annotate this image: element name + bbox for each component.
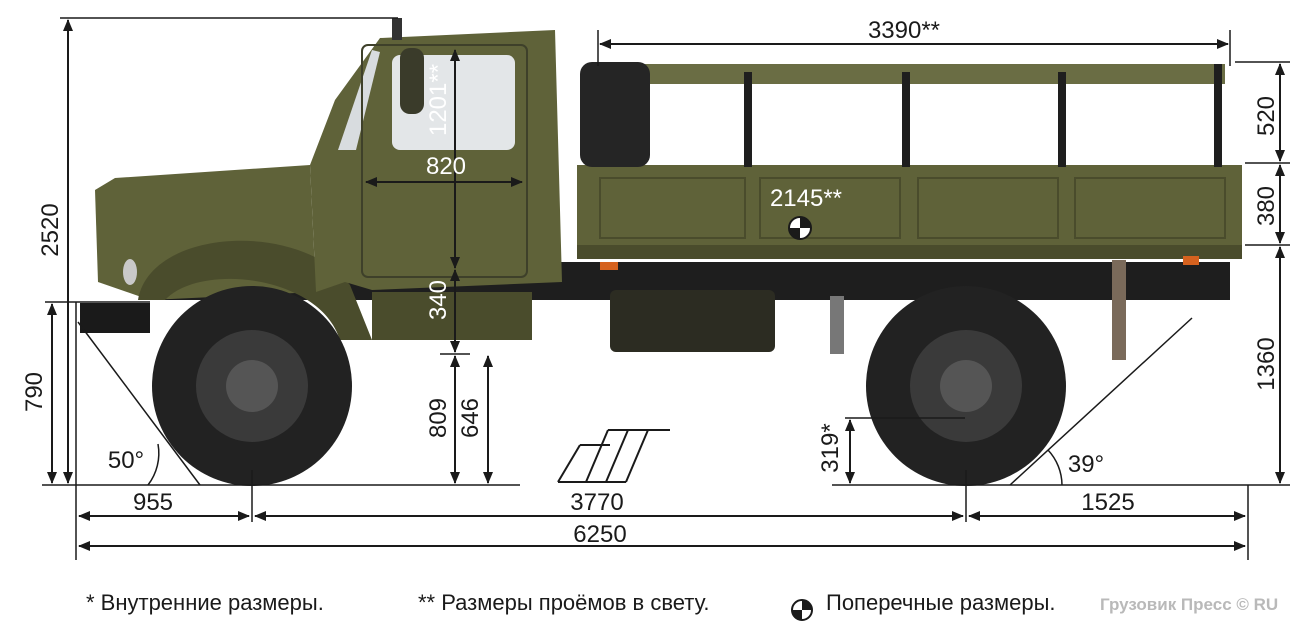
rear-mudflap bbox=[1112, 260, 1126, 360]
reference-lines bbox=[42, 17, 1290, 560]
angle-lines bbox=[77, 317, 1193, 486]
cargo-body-base bbox=[577, 245, 1242, 259]
label-step-ground-height: 646 bbox=[457, 398, 484, 438]
approach-angle-arc bbox=[147, 443, 160, 486]
cargo-body bbox=[577, 165, 1242, 255]
side-marker bbox=[600, 262, 618, 270]
spare-tire bbox=[580, 62, 650, 167]
label-front-overhang-height: 790 bbox=[21, 372, 48, 412]
headlight bbox=[123, 259, 137, 285]
label-side-board-height: 380 bbox=[1253, 186, 1280, 226]
label-body-inner-length: 3390** bbox=[868, 17, 940, 44]
label-step-height: 340 bbox=[425, 280, 452, 320]
rear-light bbox=[1183, 256, 1199, 265]
label-body-inner-width: 2145** bbox=[770, 185, 842, 212]
front-fender bbox=[138, 240, 372, 340]
label-ground-clearance: 319* bbox=[817, 423, 844, 472]
fuel-tank bbox=[610, 290, 775, 352]
label-rear-overhang: 1525 bbox=[1081, 489, 1134, 516]
cab-door bbox=[361, 44, 528, 278]
air-intake bbox=[392, 18, 402, 40]
side-mirror bbox=[400, 48, 424, 114]
dimension-arrows bbox=[47, 19, 1285, 551]
departure-angle-arc bbox=[1047, 449, 1063, 486]
label-overall-height: 2520 bbox=[37, 203, 64, 256]
legend-cross-section-icon bbox=[791, 599, 813, 621]
label-cab-inner-height: 1201** bbox=[425, 64, 452, 136]
approach-angle-line bbox=[77, 321, 201, 486]
cab-step bbox=[372, 292, 532, 340]
ground-hatch-symbol bbox=[557, 429, 670, 483]
legend-opening-dimensions: ** Размеры проёмов в свету. bbox=[418, 590, 710, 615]
label-door-width: 820 bbox=[426, 153, 466, 180]
legend-internal-dimensions: * Внутренние размеры. bbox=[86, 590, 324, 615]
label-door-sill-height: 809 bbox=[425, 398, 452, 438]
windshield bbox=[338, 50, 380, 150]
watermark: Грузовик Пресс © RU bbox=[1100, 595, 1279, 614]
side-rack-posts bbox=[744, 64, 1222, 167]
front-bumper bbox=[80, 303, 150, 333]
label-side-rack-height: 520 bbox=[1253, 96, 1280, 136]
label-front-overhang: 955 bbox=[133, 489, 173, 516]
label-departure-angle: 39° bbox=[1068, 451, 1104, 478]
label-overall-length: 6250 bbox=[573, 521, 626, 548]
rear-wheel bbox=[866, 286, 1066, 486]
truck-illustration bbox=[80, 18, 1242, 486]
side-rack-top-rail bbox=[600, 64, 1225, 84]
label-wheelbase: 3770 bbox=[570, 489, 623, 516]
label-platform-height: 1360 bbox=[1253, 337, 1280, 390]
exhaust-pipe bbox=[830, 296, 844, 354]
label-approach-angle: 50° bbox=[108, 447, 144, 474]
front-wheel bbox=[152, 286, 352, 486]
legend-transverse-dimensions: Поперечные размеры. bbox=[826, 590, 1056, 615]
cargo-panels bbox=[599, 177, 1226, 239]
departure-angle-line bbox=[1009, 317, 1193, 486]
cross-section-symbol bbox=[788, 216, 812, 240]
